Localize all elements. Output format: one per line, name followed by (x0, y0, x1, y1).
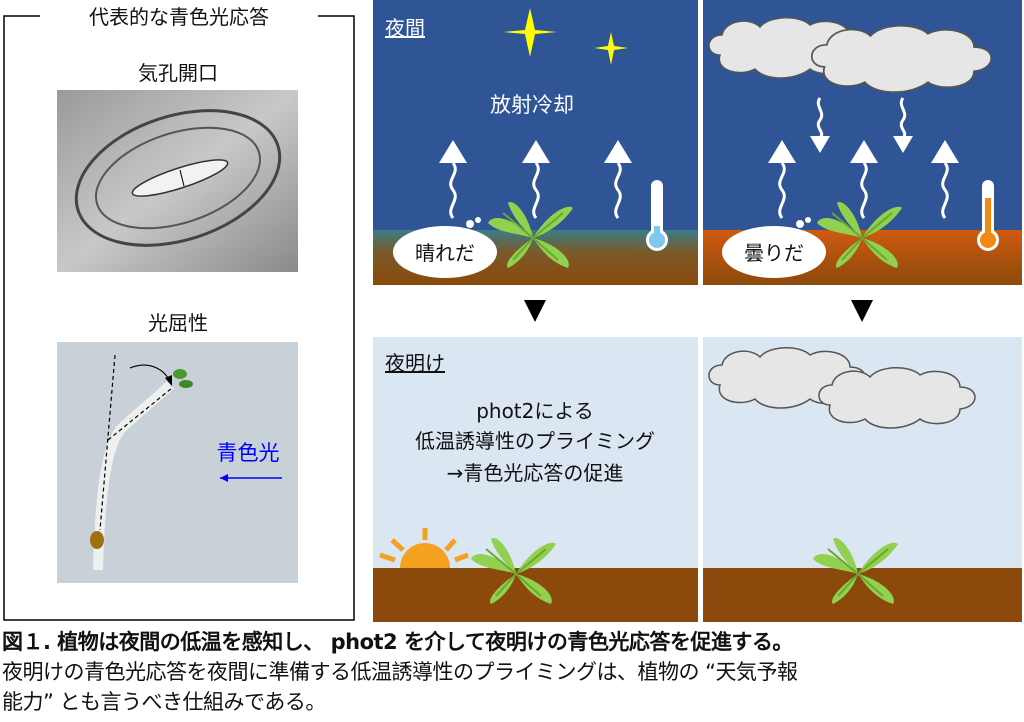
svg-text:晴れだ: 晴れだ (415, 241, 475, 265)
star-icon (503, 8, 557, 57)
cloud-icon (818, 366, 976, 429)
speech-bubble: 曇りだ (722, 217, 826, 278)
seedling-photo: 青色光 (57, 342, 298, 583)
thermometer-cold-icon (646, 180, 668, 251)
caption-body-line: 能力” とも言うべき仕組みである。 (2, 690, 326, 714)
night-cloudy-panel: 曇りだ (703, 0, 1022, 285)
representative-responses-panel: 代表的な青色光応答 気孔開口 光屈性 青色光 (3, 5, 355, 621)
down-triangle-icon (851, 300, 873, 322)
dawn-text-line: →青色光応答の促進 (447, 461, 624, 485)
down-triangle-icon (524, 300, 546, 322)
dawn-clear-panel: 夜明け phot2による 低温誘導性のプライミング →青色光応答の促進 (373, 337, 698, 622)
dawn-text-line: phot2による (476, 399, 594, 423)
caption-body-line: 夜明けの青色光応答を夜間に準備する低温誘導性のプライミングは、植物の “天気予報 (2, 660, 798, 684)
stomata-photo (57, 90, 298, 272)
night-clear-panel: 夜間 放射冷却 晴れだ (373, 0, 698, 285)
night-label: 夜間 (385, 16, 425, 40)
dawn-label: 夜明け (385, 351, 445, 375)
stomata-label: 気孔開口 (138, 61, 218, 85)
star-icon (594, 32, 628, 65)
radiative-cooling-label: 放射冷却 (490, 93, 574, 117)
panel-frame (3, 15, 355, 621)
cloud-icon (810, 24, 993, 93)
dawn-cloudy-panel (703, 337, 1022, 622)
speech-bubble: 晴れだ (393, 217, 497, 278)
phototropism-label: 光屈性 (148, 311, 208, 335)
svg-text:曇りだ: 曇りだ (744, 241, 804, 265)
panel-title: 代表的な青色光応答 (89, 5, 269, 29)
rising-sun-icon (379, 528, 469, 568)
caption-title: 図１. 植物は夜間の低温を感知し、 phot2 を介して夜明けの青色光応答を促進… (2, 630, 793, 654)
blue-light-label: 青色光 (217, 441, 280, 465)
thermometer-warm-icon (977, 180, 999, 251)
dawn-text-line: 低温誘導性のプライミング (415, 429, 655, 453)
